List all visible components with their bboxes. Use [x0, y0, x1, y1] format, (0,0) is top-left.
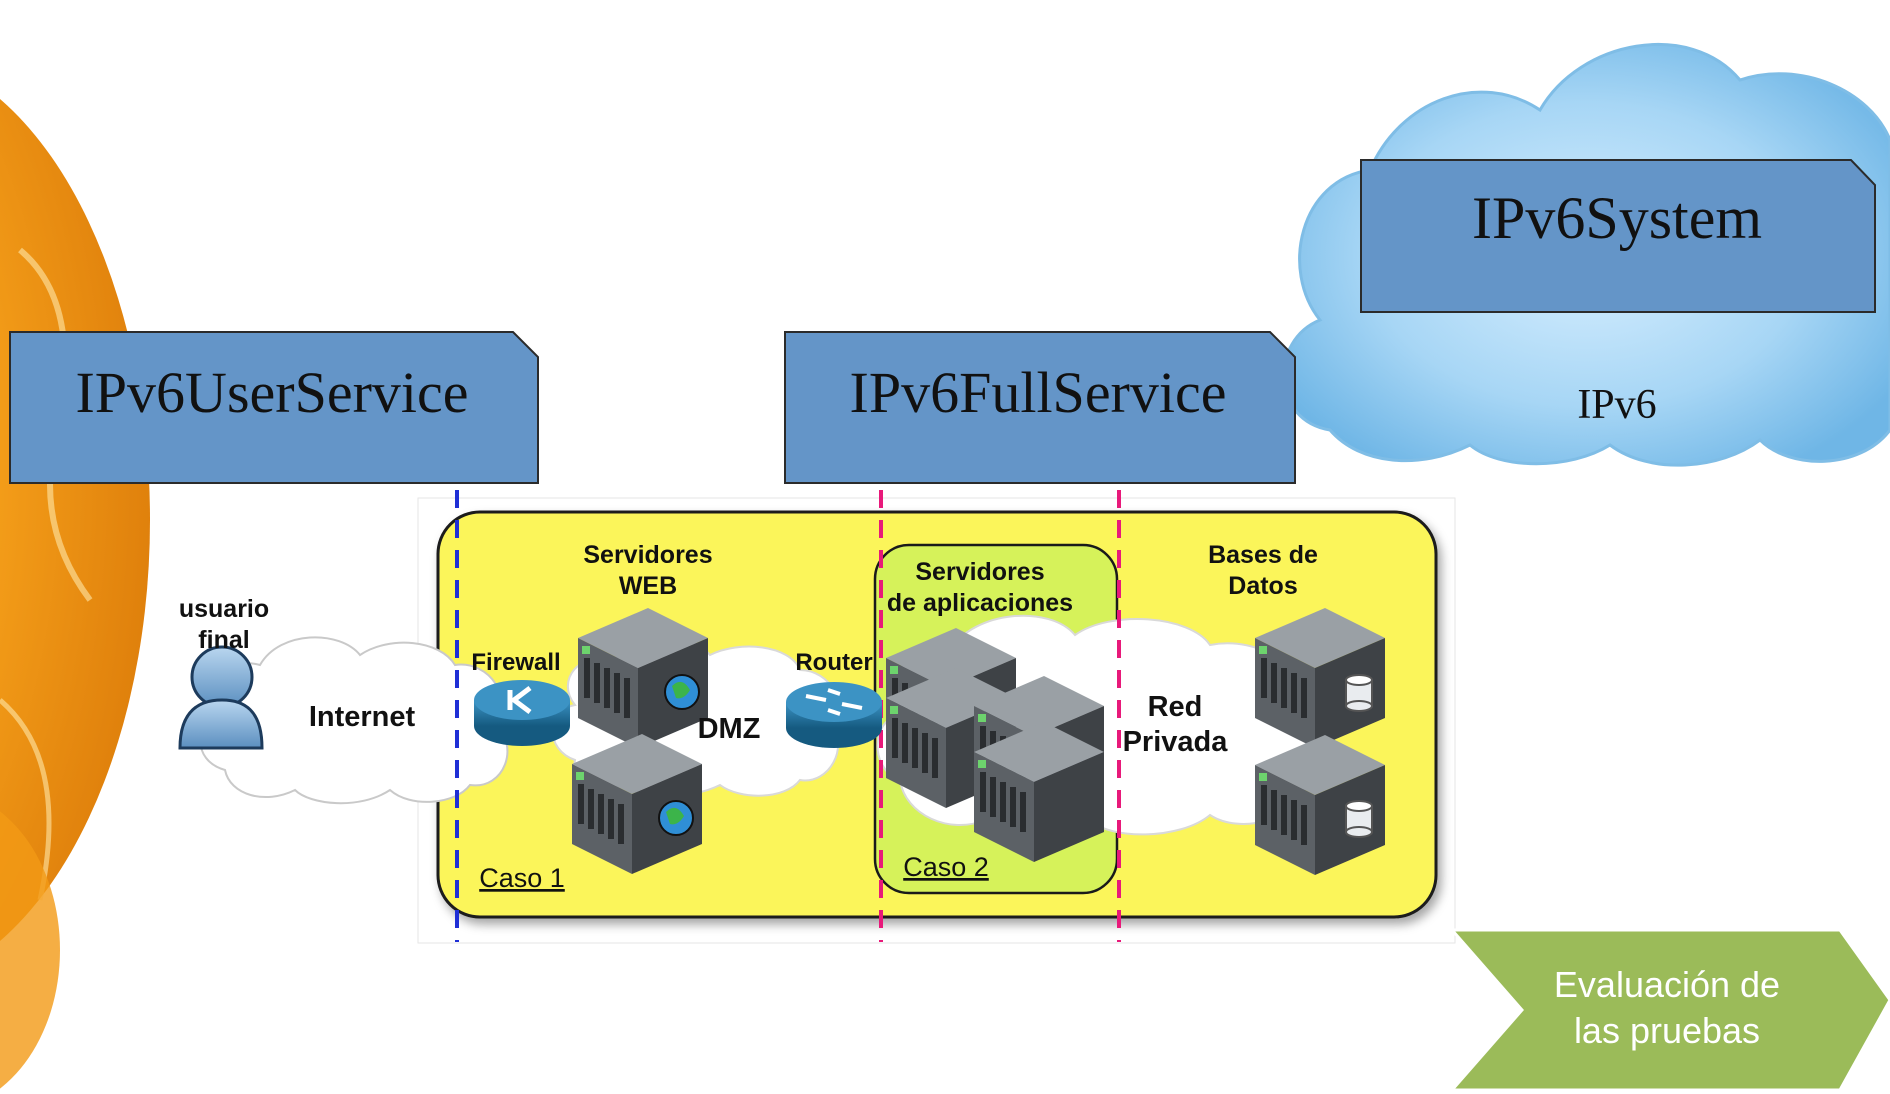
firewall-label: Firewall [471, 649, 560, 676]
firewall-icon [474, 680, 570, 746]
ipv6-full-service-box: IPv6FullService [784, 331, 1296, 484]
user-icon [178, 645, 264, 750]
globe-icon [0, 99, 150, 1089]
end-user-label-2: final [198, 626, 249, 654]
web-servers-label-2: WEB [619, 572, 677, 600]
case2-label: Caso 2 [903, 852, 989, 882]
database-server-icon [1255, 735, 1385, 875]
web-servers-label-1: Servidores [583, 541, 712, 569]
database-cylinder-icon [1345, 800, 1373, 838]
end-user-label-1: usuario [179, 595, 269, 623]
databases-label-1: Bases de [1208, 541, 1318, 569]
ipv6-system-label: IPv6System [1472, 185, 1762, 251]
dmz-label: DMZ [698, 713, 761, 745]
web-server-icon [578, 608, 708, 748]
database-server-icon [1255, 608, 1385, 748]
evaluation-label-2: las pruebas [1574, 1010, 1760, 1051]
ipv6-system-box: IPv6System [1360, 159, 1876, 313]
app-servers-label-2: de aplicaciones [887, 589, 1073, 617]
app-servers-label-1: Servidores [915, 558, 1044, 586]
evaluation-arrow: Evaluación de las pruebas [1448, 928, 1890, 1092]
database-cylinder-icon [1345, 674, 1373, 712]
ipv6-user-service-box: IPv6UserService [9, 331, 539, 484]
web-server-icon [572, 734, 702, 874]
router-icon [786, 682, 882, 748]
databases-label-2: Datos [1228, 572, 1297, 600]
private-network-label-1: Red [1148, 691, 1203, 723]
internet-label: Internet [309, 701, 416, 733]
router-label: Router [795, 649, 872, 676]
ipv6-user-service-label: IPv6UserService [75, 360, 468, 425]
private-network-label-2: Privada [1123, 726, 1229, 758]
ipv6-full-service-label: IPv6FullService [850, 360, 1227, 425]
case1-label: Caso 1 [479, 863, 565, 893]
cloud-label: IPv6 [1577, 382, 1656, 428]
evaluation-label-1: Evaluación de [1554, 964, 1780, 1005]
